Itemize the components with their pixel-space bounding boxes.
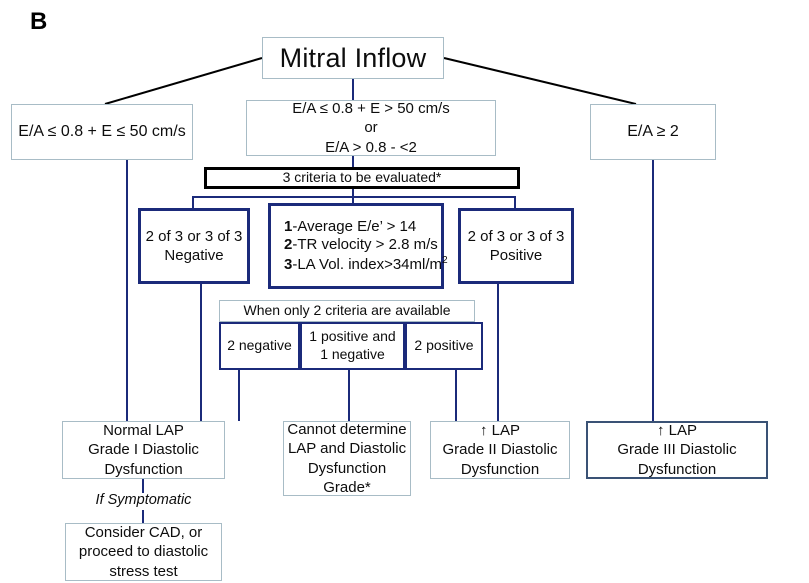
connector-left-branch-to-normal xyxy=(126,160,128,421)
criterion-3-superscript: 2 xyxy=(442,254,448,266)
connector-symptomatic-to-cad xyxy=(142,510,144,523)
cad-line1: Consider CAD, or xyxy=(84,524,203,542)
outcome-cannot-line3: Dysfunction xyxy=(307,459,387,477)
two-criteria-option-mixed[interactable]: 1 positive and 1 negative xyxy=(300,322,405,370)
mitral-inflow-box[interactable]: Mitral Inflow xyxy=(262,37,444,79)
outcome-normal-line2: Grade I Diastolic xyxy=(88,441,199,459)
cad-stress-test-box[interactable]: Consider CAD, or proceed to diastolic st… xyxy=(65,523,222,581)
outcome-cannot-line4: Grade* xyxy=(323,478,371,496)
outcome-grade3-line3: Dysfunction xyxy=(637,460,717,478)
outcome-grade3-line2: Grade III Diastolic xyxy=(617,441,737,459)
connector-criteria-spread xyxy=(192,196,516,198)
connector-right-branch-to-grade3 xyxy=(652,160,654,421)
positive-result-box[interactable]: 2 of 3 or 3 of 3 Positive xyxy=(458,208,574,284)
cad-line2: proceed to diastolic xyxy=(78,543,209,561)
criterion-1-number: 1 xyxy=(284,218,293,236)
connector-to-positive xyxy=(514,196,516,208)
connector-negative-to-normal xyxy=(200,284,202,421)
criteria-header-box[interactable]: 3 criteria to be evaluated* xyxy=(204,167,520,189)
outcome-normal-line1: Normal LAP xyxy=(103,422,184,440)
branch-center-box[interactable]: E/A ≤ 0.8 + E > 50 cm/s or E/A > 0.8 - <… xyxy=(246,100,496,156)
criterion-1-text: -Average E/e’ > 14 xyxy=(292,218,417,236)
option-2-line1: 1 positive and xyxy=(309,328,396,345)
criterion-2-text: -TR velocity > 2.8 m/s xyxy=(292,236,438,254)
branch-right-box[interactable]: E/A ≥ 2 xyxy=(590,104,716,160)
negative-line1: 2 of 3 or 3 of 3 xyxy=(145,227,243,245)
outcome-cannot-determine-box[interactable]: Cannot determine LAP and Diastolic Dysfu… xyxy=(283,421,411,496)
connector-to-negative xyxy=(192,196,194,208)
connector-option3-to-grade2 xyxy=(455,370,457,421)
outcome-grade3-box[interactable]: ↑ LAP Grade III Diastolic Dysfunction xyxy=(586,421,768,479)
connector-option1-to-normal xyxy=(238,370,240,421)
branch-right-label: E/A ≥ 2 xyxy=(627,123,679,141)
option-1-line1: 2 negative xyxy=(227,337,292,354)
connector-positive-to-grade2 xyxy=(497,284,499,421)
criterion-2-number: 2 xyxy=(284,236,293,254)
option-2-line2: 1 negative xyxy=(320,346,385,362)
criterion-3: 3-LA Vol. index>34ml/m2 xyxy=(284,255,448,274)
outcome-normal-lap-box[interactable]: Normal LAP Grade I Diastolic Dysfunction xyxy=(62,421,225,479)
outcome-grade2-line1: ↑ LAP xyxy=(479,422,521,440)
two-criteria-option-2-positive[interactable]: 2 positive xyxy=(405,322,483,370)
outcome-grade2-box[interactable]: ↑ LAP Grade II Diastolic Dysfunction xyxy=(430,421,570,479)
criterion-3-number: 3 xyxy=(284,255,293,273)
branch-center-line2: or xyxy=(364,119,378,137)
criteria-list-box[interactable]: 1-Average E/e’ > 14 2-TR velocity > 2.8 … xyxy=(268,203,448,289)
outcome-normal-line3: Dysfunction xyxy=(104,460,183,478)
connector-normal-to-symptomatic xyxy=(142,479,144,493)
outcome-cannot-line2: LAP and Diastolic xyxy=(287,440,407,458)
cad-line3: stress test xyxy=(109,562,178,580)
criterion-3-text: -LA Vol. index>34ml/m xyxy=(292,255,443,273)
panel-label-b: B xyxy=(30,8,48,35)
two-criteria-header-box[interactable]: When only 2 criteria are available xyxy=(219,300,475,322)
connector-title-to-center xyxy=(352,79,354,100)
outcome-grade2-line2: Grade II Diastolic xyxy=(442,441,558,459)
branch-left-label: E/A ≤ 0.8 + E ≤ 50 cm/s xyxy=(18,123,186,141)
negative-line2: Negative xyxy=(164,247,224,264)
outcome-grade3-line1: ↑ LAP xyxy=(656,422,698,440)
mitral-inflow-label: Mitral Inflow xyxy=(279,42,427,73)
criteria-header-label: 3 criteria to be evaluated* xyxy=(282,169,442,186)
outcome-cannot-line1: Cannot determine xyxy=(287,421,407,439)
positive-line2: Positive xyxy=(489,247,543,264)
option-3-line1: 2 positive xyxy=(414,337,474,354)
connector-center-to-criteria xyxy=(352,156,354,169)
branch-center-line3: E/A > 0.8 - <2 xyxy=(325,138,417,156)
negative-result-box[interactable]: 2 of 3 or 3 of 3 Negative xyxy=(138,208,250,284)
criterion-1: 1-Average E/e’ > 14 xyxy=(284,218,416,236)
branch-center-line1: E/A ≤ 0.8 + E > 50 cm/s xyxy=(292,100,450,118)
two-criteria-option-2-negative[interactable]: 2 negative xyxy=(219,322,300,370)
criterion-2: 2-TR velocity > 2.8 m/s xyxy=(284,236,438,254)
branch-left-box[interactable]: E/A ≤ 0.8 + E ≤ 50 cm/s xyxy=(11,104,193,160)
if-symptomatic-label: If Symptomatic xyxy=(95,492,192,508)
two-criteria-header-label: When only 2 criteria are available xyxy=(243,302,451,319)
outcome-grade2-line3: Dysfunction xyxy=(460,460,540,478)
positive-line1: 2 of 3 or 3 of 3 xyxy=(467,227,565,245)
connector-option2-to-cannot xyxy=(348,370,350,421)
